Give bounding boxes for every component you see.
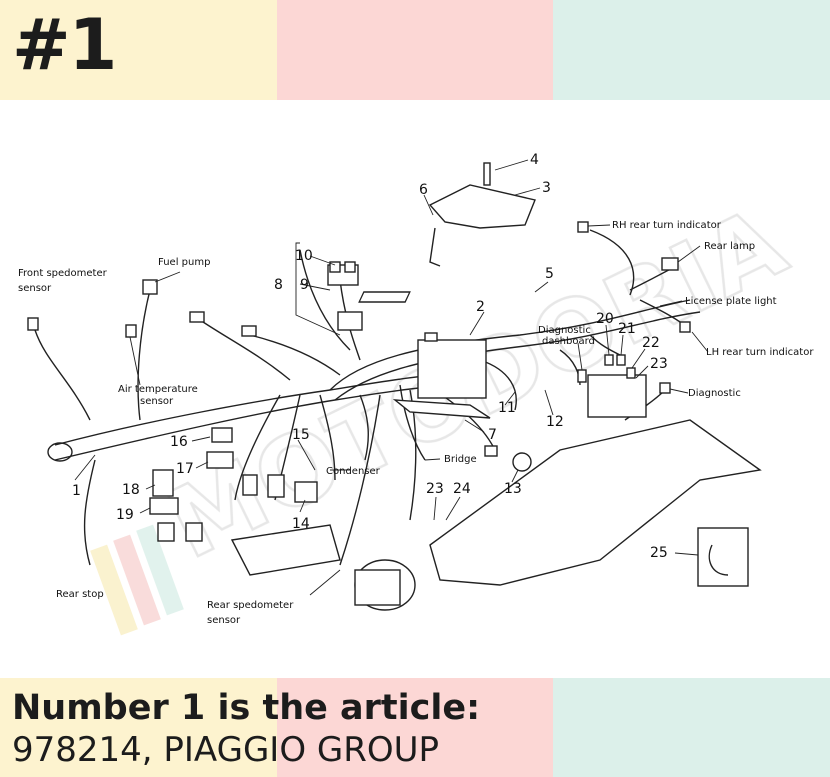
band-pink <box>276 0 554 100</box>
label-fuel-pump: Fuel pump <box>158 257 210 268</box>
bottom-color-band <box>0 678 830 777</box>
leader-lines <box>74 159 709 596</box>
callout-13: 13 <box>504 481 522 497</box>
callout-4: 4 <box>530 152 539 168</box>
label-front-speed-sensor-2: sensor <box>18 283 52 294</box>
callout-23a: 23 <box>650 356 668 372</box>
rh-turn-connector <box>577 221 589 233</box>
callout-7: 7 <box>488 427 497 443</box>
label-air-temp-1: Air temperature <box>118 384 198 395</box>
label-air-temp-2: sensor <box>140 396 174 407</box>
callout-17: 17 <box>176 461 194 477</box>
callout-10: 10 <box>295 248 313 264</box>
rear-lamp-connector <box>661 257 679 271</box>
callout-2: 2 <box>476 299 485 315</box>
callout-8: 8 <box>274 277 283 293</box>
callout-16: 16 <box>170 434 188 450</box>
label-lh-rear-turn: LH rear turn indicator <box>706 347 814 358</box>
article-caption-title: Number 1 is the article: <box>12 688 481 728</box>
callout-20: 20 <box>596 311 614 327</box>
callout-24: 24 <box>453 481 471 497</box>
fuel-connector <box>189 311 205 323</box>
battery-tray <box>392 399 491 419</box>
fuse-21 <box>616 354 626 366</box>
wiring-diagram: MOTODORIA <box>18 152 814 636</box>
component-14 <box>294 481 318 503</box>
diagram-labels: Front spedometer sensor Fuel pump Air te… <box>18 220 814 626</box>
label-rear-speed-sensor-1: Rear spedometer <box>207 600 294 611</box>
relay-small-1 <box>329 261 341 273</box>
top-color-band <box>0 0 830 100</box>
band-mint <box>553 0 830 100</box>
callout-23b: 23 <box>426 481 444 497</box>
pad <box>358 291 411 303</box>
callout-18: 18 <box>122 482 140 498</box>
relay-17 <box>206 451 234 469</box>
battery <box>417 339 487 399</box>
article-caption-part-number: 978214, PIAGGIO GROUP <box>12 730 440 770</box>
band-mint-bottom <box>553 678 830 777</box>
diagnostic-connector <box>659 382 671 394</box>
callout-25: 25 <box>650 545 668 561</box>
callout-21: 21 <box>618 321 636 337</box>
battery-terminal <box>424 332 438 342</box>
components <box>27 162 762 611</box>
label-license-plate-light: License plate light <box>685 296 777 307</box>
connector-c1 <box>242 474 258 496</box>
horn <box>512 452 532 472</box>
label-diagnostic-dashboard-1: Diagnostic <box>538 325 591 336</box>
fuel-pump-connector <box>142 279 158 295</box>
fuse-22 <box>626 367 636 379</box>
band-yellow-bottom <box>0 678 277 777</box>
label-bridge: Bridge <box>444 454 477 465</box>
relay-19 <box>149 497 179 515</box>
label-front-speed-sensor-1: Front spedometer <box>18 268 108 279</box>
front-speed-connector <box>27 317 39 331</box>
air-temp-connector <box>125 324 137 338</box>
dashboard-connector <box>577 369 587 383</box>
lh-turn-connector <box>679 321 691 333</box>
strap <box>429 227 441 267</box>
fuse-box <box>587 374 647 418</box>
relay-bracket <box>230 524 341 576</box>
bridge-connector <box>484 445 498 457</box>
callout-numbers: 1 2 3 4 5 6 7 8 9 10 11 12 13 14 15 16 1… <box>72 152 668 561</box>
callout-11: 11 <box>498 400 516 416</box>
callout-12: 12 <box>546 414 564 430</box>
screw <box>483 162 491 186</box>
callout-22: 22 <box>642 335 660 351</box>
label-rear-lamp: Rear lamp <box>704 241 755 252</box>
relay-18 <box>152 469 174 497</box>
relay-16 <box>211 427 233 443</box>
callout-5: 5 <box>545 266 554 282</box>
callout-9: 9 <box>300 277 309 293</box>
connector-c2 <box>267 474 285 498</box>
item-number-badge: #1 <box>12 4 117 86</box>
callout-1: 1 <box>72 483 81 499</box>
label-rear-stop: Rear stop <box>56 589 104 600</box>
starter-body <box>354 569 401 606</box>
label-rh-rear-turn: RH rear turn indicator <box>612 220 722 231</box>
clamp <box>708 544 729 576</box>
callout-6: 6 <box>419 182 428 198</box>
label-condenser: Condenser <box>326 466 381 477</box>
label-diagnostic: Diagnostic <box>688 388 741 399</box>
label-rear-speed-sensor-2: sensor <box>207 615 241 626</box>
callout-14: 14 <box>292 516 310 532</box>
clamp-box <box>697 527 749 587</box>
label-diagnostic-dashboard-2: dashboard <box>542 336 595 347</box>
callout-15: 15 <box>292 427 310 443</box>
band-pink-bottom <box>276 678 554 777</box>
band-yellow <box>0 0 277 100</box>
cover <box>428 184 536 229</box>
connector-19a <box>157 522 175 542</box>
fuse-20 <box>604 354 614 366</box>
connector-19b <box>185 522 203 542</box>
relay-small-2 <box>344 261 356 273</box>
connector-block-2 <box>337 311 363 331</box>
callout-3: 3 <box>542 180 551 196</box>
connector-mid <box>241 325 257 337</box>
callout-19: 19 <box>116 507 134 523</box>
rear-frame <box>429 419 762 586</box>
